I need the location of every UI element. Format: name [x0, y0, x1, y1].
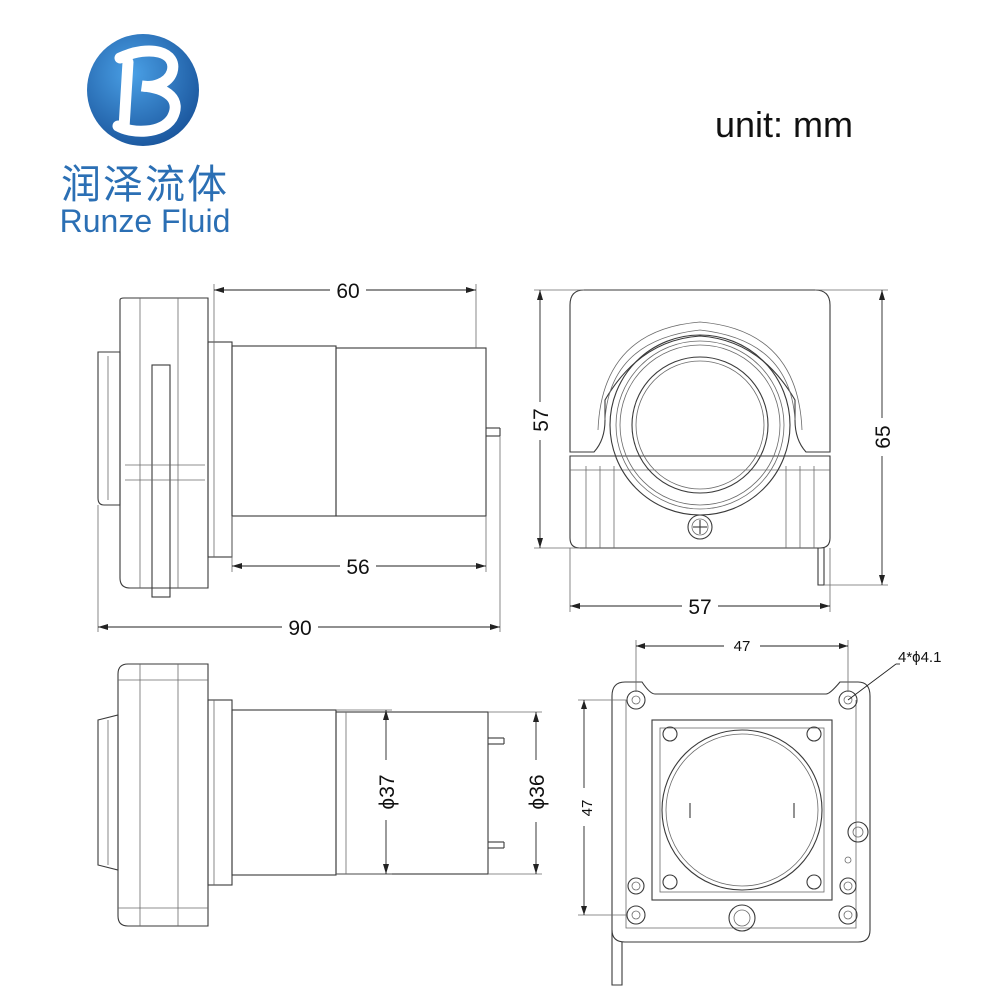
dim-56-label: 56 — [346, 556, 369, 579]
dim-60-label: 60 — [336, 280, 359, 303]
mount-plate-dimensions — [578, 640, 900, 916]
side-view — [97, 297, 501, 598]
brand-logo — [87, 34, 199, 146]
dim-65-label: 65 — [872, 425, 895, 448]
dim-57-horizontal-label: 57 — [688, 596, 711, 619]
dim-47-horizontal-label: 47 — [734, 638, 751, 655]
dim-90-label: 90 — [288, 617, 311, 640]
unit-label: unit: mm — [715, 104, 854, 145]
dim-phi37-label: ϕ37 — [376, 774, 399, 809]
dim-mount-holes-label: 4*ϕ4.1 — [898, 649, 941, 666]
front-view-dimensions — [534, 289, 888, 612]
brand-name-cn: 润泽流体 — [61, 162, 229, 208]
side-view-motor-dimensions — [336, 709, 542, 875]
dim-57-vertical-label: 57 — [530, 408, 553, 431]
front-view — [569, 289, 831, 586]
side-view-motor — [97, 663, 505, 927]
side-view-dimensions — [97, 284, 501, 632]
dim-47-vertical-label: 47 — [579, 800, 596, 817]
dim-phi36-label: ϕ36 — [526, 774, 549, 809]
mount-plate-view — [611, 681, 871, 986]
brand-name-en: Runze Fluid — [59, 203, 231, 239]
